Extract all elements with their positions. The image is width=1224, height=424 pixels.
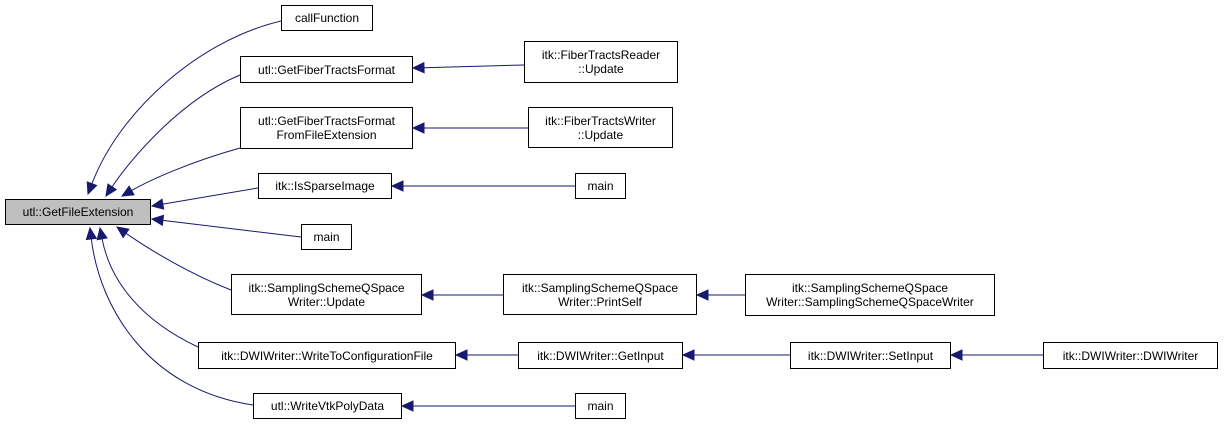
arrowhead-n17-to-n16 — [400, 400, 414, 412]
arrowhead-n9-to-n0 — [116, 226, 130, 239]
graph-node-n2[interactable]: utl::GetFiberTractsFormat — [240, 56, 413, 83]
arrowhead-n12-to-n0 — [96, 226, 108, 241]
graph-node-n8[interactable]: main — [301, 224, 352, 250]
edge-n12-to-n0 — [101, 238, 199, 348]
arrowhead-n2-to-n0 — [105, 183, 118, 198]
arrowhead-n4-to-n0 — [120, 185, 135, 197]
arrowhead-n7-to-n6 — [390, 180, 404, 192]
arrowhead-n10-to-n9 — [420, 289, 434, 301]
edge-n8-to-n0 — [162, 219, 302, 238]
graph-node-n6[interactable]: itk::IsSparseImage — [258, 173, 392, 199]
graph-node-n7[interactable]: main — [575, 173, 626, 199]
graph-node-n10[interactable]: itk::SamplingSchemeQSpace Writer::PrintS… — [503, 274, 697, 315]
graph-node-n14[interactable]: itk::DWIWriter::SetInput — [790, 342, 951, 369]
arrowhead-n5-to-n4 — [411, 122, 425, 134]
edge-n2-to-n0 — [111, 74, 241, 188]
graph-node-n5[interactable]: itk::FiberTractsWriter ::Update — [528, 107, 673, 148]
arrowhead-n3-to-n2 — [411, 61, 425, 74]
edge-n9-to-n0 — [125, 232, 232, 291]
graph-node-n11[interactable]: itk::SamplingSchemeQSpace Writer::Sampli… — [745, 274, 995, 316]
graph-node-n17[interactable]: main — [575, 393, 626, 419]
arrowhead-n11-to-n10 — [695, 289, 709, 301]
arrowhead-n13-to-n12 — [454, 349, 468, 361]
edge-n4-to-n0 — [131, 147, 241, 191]
edge-n1-to-n0 — [91, 20, 282, 184]
edge-n6-to-n0 — [162, 187, 259, 205]
arrowhead-n1-to-n0 — [86, 181, 98, 196]
edge-n3-to-n2 — [423, 64, 525, 69]
graph-node-n4[interactable]: utl::GetFiberTractsFormat FromFileExtens… — [240, 107, 413, 149]
graph-root-node: utl::GetFileExtension — [5, 199, 151, 225]
arrowhead-n8-to-n0 — [150, 214, 165, 227]
graph-node-n16[interactable]: utl::WriteVtkPolyData — [253, 393, 402, 419]
edge-n16-to-n0 — [90, 238, 254, 406]
arrowhead-n16-to-n0 — [85, 226, 98, 241]
arrowhead-n15-to-n14 — [949, 349, 963, 361]
graph-node-n9[interactable]: itk::SamplingSchemeQSpace Writer::Update — [231, 274, 422, 315]
graph-node-n13[interactable]: itk::DWIWriter::GetInput — [518, 342, 683, 369]
graph-node-n15[interactable]: itk::DWIWriter::DWIWriter — [1043, 342, 1218, 369]
graph-node-n12[interactable]: itk::DWIWriter::WriteToConfigurationFile — [198, 342, 456, 369]
arrowhead-n14-to-n13 — [681, 349, 695, 361]
arrowhead-n6-to-n0 — [150, 198, 165, 210]
graph-node-n3[interactable]: itk::FiberTractsReader ::Update — [524, 41, 678, 83]
graph-node-n1[interactable]: callFunction — [281, 5, 373, 31]
